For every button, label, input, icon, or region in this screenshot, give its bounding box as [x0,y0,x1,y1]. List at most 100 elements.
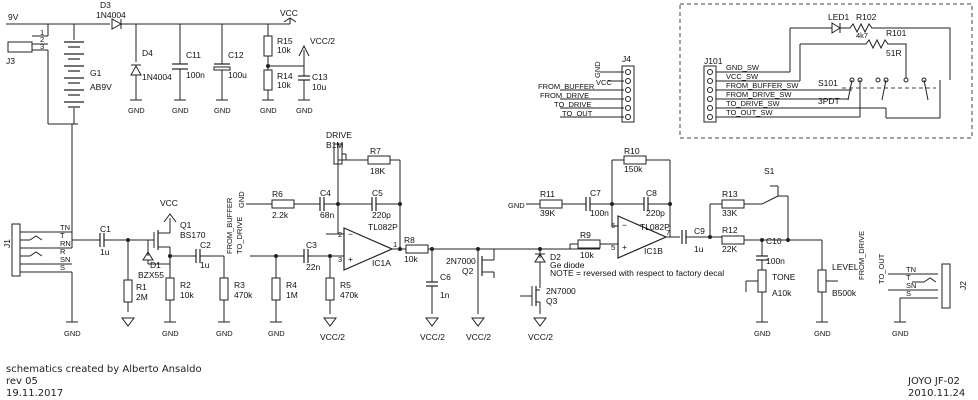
j1-pin-s: S [60,263,65,272]
r5-ref: R5 [340,280,351,290]
drive-label: DRIVE [326,130,352,140]
cap-c12: C12 100u GND [213,24,247,115]
gnd-c13: GND [296,106,313,115]
r14-val: 10k [277,80,291,90]
ic1a-part: TL082P [368,222,398,232]
j3-jack [7,41,33,53]
c8-ref: C8 [646,188,657,198]
r10-ref: R10 [624,146,640,156]
c2-val: 1u [200,260,210,270]
drive-stage: TO_DRIVE C3 22n GND R4 1M VCC/2 R5 470k … [235,130,600,342]
ic1b-pin-5: 5 [611,243,615,252]
r4-val: 1M [286,290,298,300]
footer-title-date: 2010.11.24 [908,388,965,399]
j4-pin-from-drive: FROM_DRIVE [540,91,589,100]
j4-pin-vcc: VCC [596,78,612,87]
r6-val: 2.2k [272,210,289,220]
ic1b-ref: IC1B [644,246,663,256]
r12-val: 22K [722,244,737,254]
label-9v: 9V [8,12,19,22]
recovery-stage: GND R11 39K C7 100n C8 220p R10 150k R9 … [508,146,886,338]
q1-ref: Q1 [180,220,192,230]
c12-ref: C12 [228,50,244,60]
diode-d4: D4 1N4004 GND [128,24,172,115]
j2-ref: J2 [958,281,968,290]
r5-val: 470k [340,290,359,300]
net-from-drive: FROM_DRIVE [857,231,866,280]
c11-val: 100n [186,70,205,80]
j101-pin-vcc: VCC_SW [726,72,759,81]
s1-ref: S1 [764,166,775,176]
j1-pin-r: R [60,247,66,256]
gnd-r2: GND [162,329,179,338]
c1-val: 1u [100,247,110,257]
r2-val: 10k [180,290,194,300]
r8-val: 10k [404,254,418,264]
ic1a-plus: + [348,254,353,264]
j4-ref: J4 [622,54,631,64]
d4-val: 1N4004 [142,72,172,82]
j3-pin-2: 2 [40,35,44,44]
r13-ref: R13 [722,189,738,199]
gnd-d4: GND [128,106,145,115]
gnd-j1: GND [64,329,81,338]
r101-ref: R101 [886,28,907,38]
gnd-r6: GND [237,191,246,208]
r3-val: 470k [234,290,253,300]
gnd-r14: GND [260,106,277,115]
r101-val: 51R [886,48,902,58]
r9-ref: R9 [580,230,591,240]
cap-c11: C11 100n GND [172,24,205,115]
c8-val: 220p [646,208,665,218]
j3-pin-1: 1 [40,28,44,37]
b1m-ref: B1M [326,140,343,150]
output-jack-j2: TN T SN S J2 GND [888,263,968,338]
d4-ref: D4 [142,48,153,58]
gnd-r11: GND [508,201,525,210]
q2-val: 2N7000 [446,256,476,266]
power-section: 9V 1 2 3 J3 G1 AB9V [6,0,335,125]
d2-ref: D2 [550,252,561,262]
j3-pin-3: 3 [40,42,44,51]
r8-ref: R8 [404,235,415,245]
vcc2-q3: VCC/2 [528,332,553,342]
gnd-c11: GND [172,106,189,115]
j101-pin-to-drive: TO_DRIVE_SW [726,99,781,108]
d1-ref: D1 [150,260,161,270]
input-jack-j1: J1 TN T RN R SN S GND [2,124,100,338]
c3-ref: C3 [306,240,317,250]
led1-ref: LED1 [828,12,850,22]
r13-val: 33K [722,208,737,218]
r11-ref: R11 [540,189,555,199]
q3-val: 2N7000 [546,286,576,296]
vcc2-r5: VCC/2 [320,332,345,342]
r1-ref: R1 [136,282,147,292]
c9-ref: C9 [694,226,705,236]
j101-pin-to-out: TO_OUT_SW [726,108,773,117]
c6-val: 1n [440,290,450,300]
gnd-c12: GND [214,106,231,115]
note-text: NOTE = reversed with respect to factory … [550,268,724,278]
vcc2-c6: VCC/2 [420,332,445,342]
r102-val: 4k7 [856,31,868,40]
j1-pin-t: T [60,231,65,240]
footer-date: 19.11.2017 [6,388,63,399]
j2-pin-s: S [906,289,911,298]
vcc-power-flag: VCC [280,8,298,24]
j1-pin-tn: TN [60,223,70,232]
vcc-q1: VCC [160,198,178,208]
ic1b-pin-7: 7 [666,228,670,237]
r14-ref: R14 [277,71,293,81]
tone-label: TONE [772,272,796,282]
ic1b-minus: − [622,220,627,230]
q1-val: BS170 [180,230,206,240]
gnd-r4: GND [268,329,285,338]
gnd-r3: GND [216,329,233,338]
r7-val: 18K [370,166,385,176]
j1-pin-rn: RN [60,239,71,248]
j101-pin-from-drive: FROM_DRIVE_SW [726,90,792,99]
vcc-label-top: VCC [280,8,298,18]
battery-g1: G1 AB9V [64,24,112,124]
level-val: B500k [832,288,857,298]
